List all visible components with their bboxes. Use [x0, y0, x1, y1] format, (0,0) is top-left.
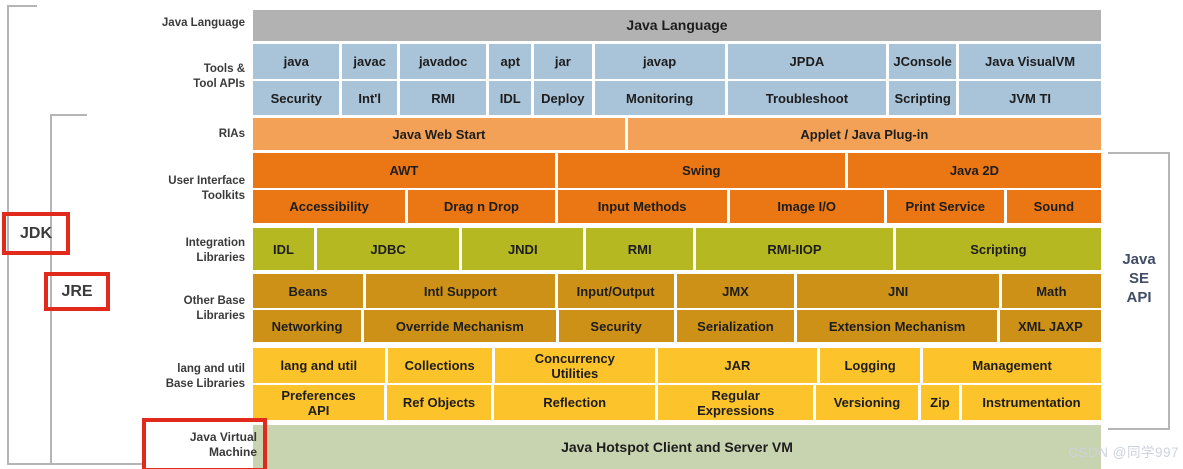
cell-rmi-iiop: RMI-IIOP — [696, 228, 893, 270]
cell-swing: Swing — [557, 153, 845, 188]
cell-collections: Collections — [387, 348, 492, 383]
left-label-lang-and-util-base-libraries: lang and util Base Libraries — [165, 363, 245, 390]
cell-preferences-api: Preferences API — [253, 385, 385, 420]
left-label-other-base-libraries: Other Base Libraries — [183, 295, 245, 322]
cell-jconsole: JConsole — [889, 44, 957, 79]
cell-zip: Zip — [920, 385, 960, 420]
java-se-api-label: Java SE API — [1122, 251, 1156, 306]
jdk-bracket-top-arm — [7, 5, 37, 7]
cell-idl: IDL — [253, 228, 314, 270]
cell-jar: JAR — [657, 348, 817, 383]
jvm-label: Java Virtual Machine — [189, 430, 257, 459]
cell-java-language: Java Language — [253, 10, 1101, 41]
left-label-user-interface-toolkits: User Interface Toolkits — [168, 175, 245, 202]
java-se-api-bracket-vertical — [1168, 152, 1170, 430]
jdk-bracket-vertical — [7, 5, 9, 465]
jre-bracket-top-arm — [50, 114, 87, 116]
cell-lang-and-util: lang and util — [253, 348, 385, 383]
cell-scripting: Scripting — [889, 81, 957, 115]
cell-scripting: Scripting — [895, 228, 1102, 270]
cell-beans: Beans — [253, 274, 364, 308]
cell-java: java — [253, 44, 340, 79]
cell-security: Security — [558, 310, 674, 342]
jdk-jre-bracket-bottom-arm — [7, 463, 142, 465]
cell-deploy: Deploy — [534, 81, 592, 115]
cell-instrumentation: Instrumentation — [962, 385, 1101, 420]
cell-input-methods: Input Methods — [557, 190, 727, 223]
cell-drag-n-drop: Drag n Drop — [408, 190, 555, 223]
cell-jvm-ti: JVM TI — [959, 81, 1102, 115]
cell-image-i-o: Image I/O — [729, 190, 884, 223]
jdk-callout-box: JDK — [2, 212, 70, 255]
cell-awt: AWT — [253, 153, 555, 188]
row-jvm-row: Java Hotspot Client and Server VM — [253, 425, 1101, 469]
cell-logging: Logging — [820, 348, 921, 383]
jre-label: JRE — [61, 282, 93, 300]
cell-serialization: Serialization — [676, 310, 795, 342]
left-label-rias: RIAs — [218, 128, 245, 140]
java-se-api-bracket-top-arm — [1108, 152, 1170, 154]
cell-rmi: RMI — [399, 81, 487, 115]
left-label-java-language: Java Language — [161, 17, 245, 29]
cell-jpda: JPDA — [727, 44, 887, 79]
cell-accessibility: Accessibility — [253, 190, 406, 223]
cell-regular-expressions: Regular Expressions — [658, 385, 814, 420]
cell-xml-jaxp: XML JAXP — [999, 310, 1101, 342]
java-se-api-bracket-bottom-arm — [1108, 428, 1170, 430]
cell-javap: javap — [594, 44, 725, 79]
cell-ref-objects: Ref Objects — [387, 385, 491, 420]
cell-extension-mechanism: Extension Mechanism — [797, 310, 997, 342]
cell-security: Security — [253, 81, 340, 115]
cell-apt: apt — [489, 44, 532, 79]
cell-versioning: Versioning — [816, 385, 918, 420]
left-label-tools-and-tool-apis: Tools & Tool APIs — [193, 63, 245, 90]
cell-input-output: Input/Output — [557, 274, 674, 308]
cell-networking: Networking — [253, 310, 362, 342]
left-label-integration-libraries: Integration Libraries — [185, 237, 245, 264]
cell-jar: jar — [534, 44, 592, 79]
cell-java-visualvm: Java VisualVM — [959, 44, 1102, 79]
cell-reflection: Reflection — [493, 385, 656, 420]
cell-concurrency-utilities: Concurrency Utilities — [494, 348, 655, 383]
cell-javadoc: javadoc — [399, 44, 487, 79]
cell-idl: IDL — [489, 81, 532, 115]
cell-java-web-start: Java Web Start — [253, 118, 625, 150]
cell-rmi: RMI — [586, 228, 694, 270]
cell-intl-support: Intl Support — [366, 274, 555, 308]
cell-sound: Sound — [1006, 190, 1101, 223]
cell-jni: JNI — [797, 274, 999, 308]
cell-math: Math — [1001, 274, 1101, 308]
jre-callout-box: JRE — [44, 272, 110, 311]
cell-applet-java-plug-in: Applet / Java Plug-in — [627, 118, 1101, 150]
cell-java-2d: Java 2D — [847, 153, 1101, 188]
cell-java-hotspot-client-and-server-vm: Java Hotspot Client and Server VM — [253, 425, 1101, 469]
cell-jndi: JNDI — [462, 228, 584, 270]
cell-troubleshoot: Troubleshoot — [727, 81, 887, 115]
cell-print-service: Print Service — [886, 190, 1004, 223]
cell-monitoring: Monitoring — [594, 81, 725, 115]
csdn-watermark: CSDN @同学997 — [1068, 445, 1179, 460]
jre-bracket-vertical — [50, 114, 52, 465]
row-java-language-bar: Java Language — [253, 10, 1101, 41]
cell-jmx: JMX — [676, 274, 795, 308]
cell-int-l: Int'l — [342, 81, 397, 115]
cell-override-mechanism: Override Mechanism — [364, 310, 556, 342]
cell-management: Management — [923, 348, 1101, 383]
jdk-label: JDK — [19, 224, 52, 242]
cell-javac: javac — [342, 44, 397, 79]
cell-jdbc: JDBC — [316, 228, 460, 270]
jvm-callout-box: Java Virtual Machine — [142, 418, 267, 469]
